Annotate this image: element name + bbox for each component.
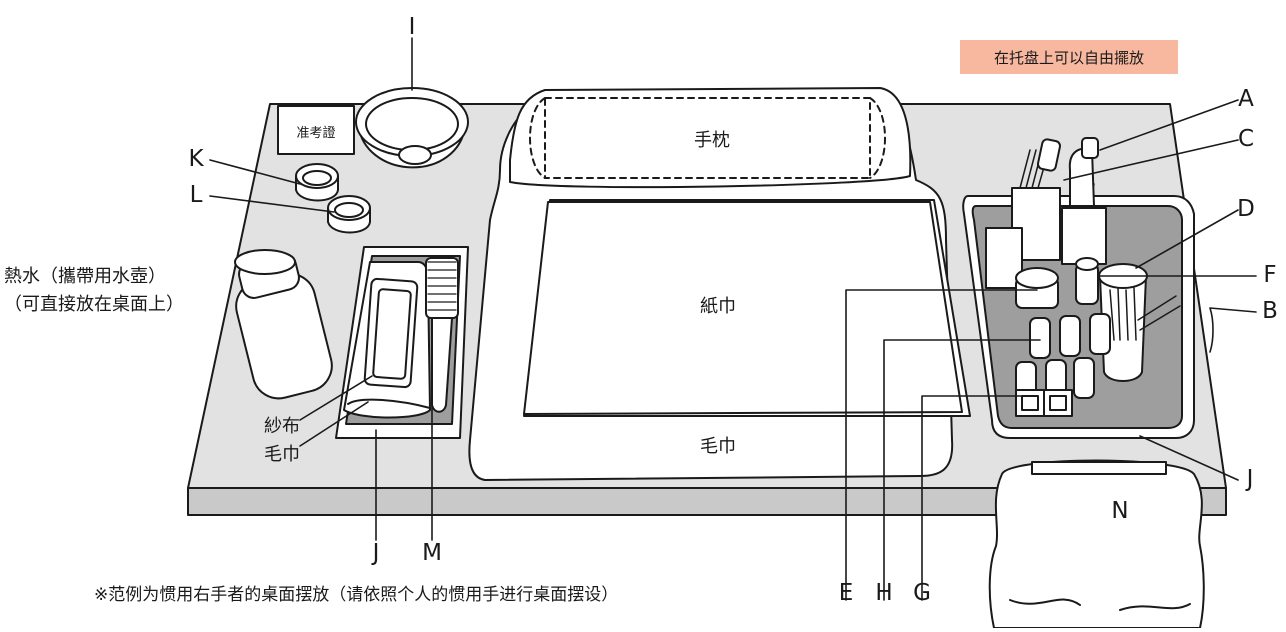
letter-J-left: J xyxy=(371,540,380,566)
letter-H: H xyxy=(875,580,892,606)
letter-E: E xyxy=(839,580,854,606)
letter-L: L xyxy=(190,182,203,208)
admission-card xyxy=(277,105,355,155)
towel-label: 毛巾 xyxy=(700,436,736,457)
letter-A: A xyxy=(1238,86,1254,112)
left-tray xyxy=(335,246,469,439)
letter-C: C xyxy=(1238,126,1254,152)
thermos xyxy=(234,249,333,400)
letter-N: N xyxy=(1111,498,1128,524)
small-cups xyxy=(295,163,371,234)
tray-note-badge: 在托盘上可以自由擺放 xyxy=(960,40,1178,74)
trash-bag xyxy=(988,459,1205,629)
labels: 准考證 手枕 紙巾 毛巾 紗布 毛巾 熱水（攜帶用水壺） （可直接放在桌面上） … xyxy=(4,14,1278,606)
hot-water-label-line2: （可直接放在桌面上） xyxy=(4,294,184,315)
paper-towel-label: 紙巾 xyxy=(700,296,736,317)
leader-lines xyxy=(209,37,1257,601)
gauze-label: 紗布 xyxy=(264,416,300,437)
brush-holder xyxy=(985,137,1107,289)
letter-D: D xyxy=(1237,196,1255,222)
hand-pillow xyxy=(509,87,912,189)
paper-towel xyxy=(523,199,971,417)
letter-G: G xyxy=(913,580,931,606)
bowl xyxy=(355,87,469,169)
admission-card-label: 准考證 xyxy=(296,125,335,141)
hand-pillow-label: 手枕 xyxy=(694,130,730,151)
cream-jar xyxy=(1015,267,1059,309)
letter-I: I xyxy=(409,14,416,40)
footnote: ※范例为惯用右手者的桌面摆放（请依照个人的惯用手进行桌面摆设） xyxy=(94,585,619,605)
bottles xyxy=(1015,257,1111,417)
letter-J-right: J xyxy=(1245,466,1254,492)
letter-F: F xyxy=(1263,262,1276,288)
letter-K: K xyxy=(188,146,204,172)
letter-B: B xyxy=(1262,298,1278,324)
hot-water-label-line1: 熱水（攜帶用水壺） xyxy=(4,266,166,287)
letter-M: M xyxy=(422,540,442,566)
small-towel-label: 毛巾 xyxy=(264,444,300,465)
